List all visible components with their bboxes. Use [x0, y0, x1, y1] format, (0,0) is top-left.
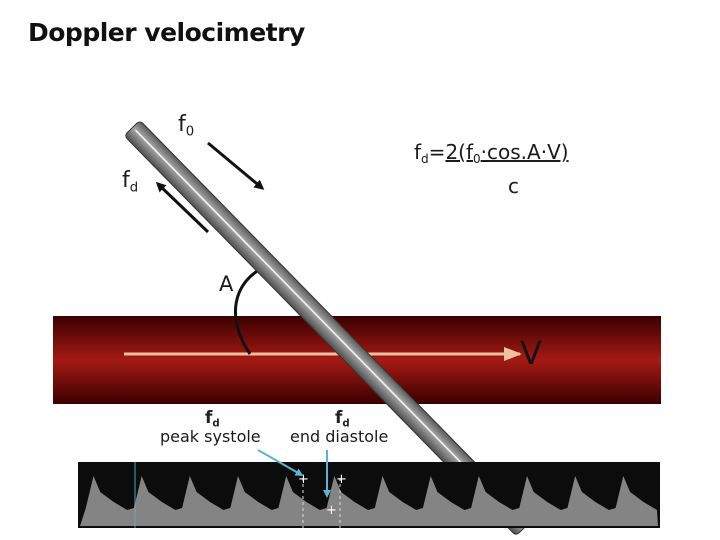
- peak-systole-pointer: [257, 449, 304, 476]
- angle-arc: [234, 264, 267, 355]
- peak-systole-label: peak systole: [160, 427, 261, 446]
- doppler-formula: fd=2(f0·cos.A·V): [414, 140, 569, 167]
- transmitted-wave-arrow: [207, 141, 265, 190]
- reflected-frequency-label: fd: [122, 168, 139, 196]
- angle-label: A: [219, 272, 234, 296]
- reflected-wave-arrow: [155, 181, 210, 234]
- svg-text:+: +: [326, 503, 337, 518]
- end-diastole-label: end diastole: [290, 427, 389, 446]
- ultrasound-probe: [125, 121, 531, 535]
- peak-systole-fd-label: fd: [205, 408, 220, 430]
- page-title: Doppler velocimetry: [28, 18, 305, 47]
- formula-denominator: c: [508, 174, 519, 198]
- svg-text:+: +: [298, 472, 309, 487]
- transmitted-frequency-label: f0: [178, 112, 195, 140]
- doppler-spectrum-strip: + + +: [78, 462, 660, 528]
- end-diastole-fd-label: fd: [335, 408, 350, 430]
- svg-text:+: +: [336, 472, 347, 487]
- velocity-label: V: [520, 334, 542, 372]
